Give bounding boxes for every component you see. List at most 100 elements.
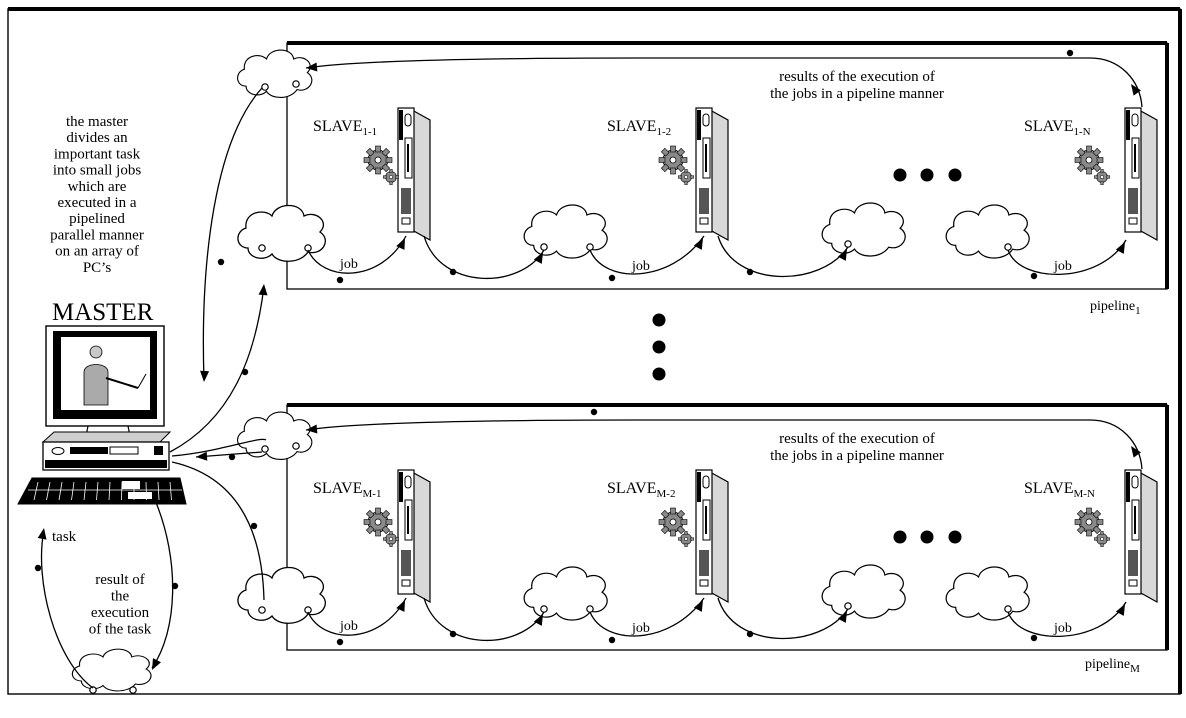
job-label: job (631, 259, 650, 274)
cloud-port (587, 606, 593, 612)
cloud-port (262, 446, 268, 452)
connector-dot (1031, 273, 1037, 279)
power-button-icon (52, 448, 64, 455)
drive-slot-icon (70, 447, 108, 454)
cloud-port (293, 443, 299, 449)
network-cloud-icon (524, 567, 607, 620)
master-case-top (43, 432, 170, 442)
gear-icon (659, 146, 694, 185)
job-label: job (339, 619, 358, 634)
connector-dot (218, 259, 224, 265)
job-arrowhead (1116, 602, 1129, 616)
network-cloud-icon (238, 206, 325, 262)
job-label: job (631, 621, 650, 636)
slave-server-icon (1125, 470, 1157, 602)
network-cloud-icon (238, 568, 325, 624)
master-label: MASTER (52, 299, 154, 326)
gear-icon (364, 508, 399, 547)
task-label: task (52, 529, 77, 545)
connector-dot (35, 565, 41, 571)
presenter-body-icon (84, 365, 108, 406)
master-description-line: on an array of (55, 244, 139, 260)
network-cloud-icon (72, 649, 151, 691)
ellipsis-dot (921, 169, 934, 182)
connector-dot (337, 639, 343, 645)
pipeline-label: pipelineM (1085, 657, 1140, 675)
gear-icon (364, 146, 399, 185)
ellipsis-dot (921, 531, 934, 544)
results-line (306, 420, 1142, 469)
master-description-line: parallel manner (50, 227, 144, 243)
connector-dot (747, 269, 753, 275)
result-caption-line: the (111, 589, 130, 605)
connector-dot (609, 637, 615, 643)
result-line (152, 500, 173, 668)
results-caption: the jobs in a pipeline manner (770, 86, 944, 102)
network-cloud-icon (524, 205, 607, 258)
results-line (306, 58, 1142, 107)
connector-dot (450, 269, 456, 275)
ellipsis-dot (653, 341, 666, 354)
slave-server-icon (398, 108, 430, 240)
gear-icon (659, 508, 694, 547)
master-description-line: into small jobs (53, 163, 142, 179)
cloud-port (1005, 606, 1011, 612)
slave-server-icon (398, 470, 430, 602)
connector-dot (591, 409, 597, 415)
slave-label: SLAVE1-N (1024, 118, 1091, 138)
cloud-port (845, 603, 851, 609)
master-description-line: PC’s (83, 260, 112, 276)
master-description-line: executed in a (57, 195, 136, 211)
connector-dot (242, 369, 248, 375)
cloud-port (587, 244, 593, 250)
cloud-port (259, 607, 265, 613)
connector-dot (1067, 50, 1073, 56)
job-label: job (1053, 259, 1072, 274)
results-caption: the jobs in a pipeline manner (770, 448, 944, 464)
results-caption: results of the execution of (779, 69, 935, 85)
connector-dot (251, 523, 257, 529)
cloud-port (259, 245, 265, 251)
ellipsis-dot (894, 531, 907, 544)
slave-label: SLAVEM-N (1024, 480, 1095, 500)
cloud-port (541, 606, 547, 612)
cloud-port (541, 244, 547, 250)
job-arrowhead (694, 598, 707, 612)
connector-dot (229, 454, 235, 460)
network-cloud-icon (822, 203, 905, 256)
job-label: job (339, 257, 358, 272)
result-arrowhead (148, 658, 161, 672)
master-keyboard (18, 478, 186, 504)
ellipsis-dot (653, 314, 666, 327)
cloud-port (262, 84, 268, 90)
ellipsis-dot (653, 368, 666, 381)
slave-label: SLAVE1-1 (313, 118, 377, 138)
keyboard-key-light (122, 481, 140, 489)
connector-dot (747, 631, 753, 637)
pipeline-label: pipeline1 (1090, 299, 1141, 317)
master-description-line: the master (66, 114, 128, 130)
presenter-head-icon (90, 346, 102, 358)
slave-label: SLAVEM-2 (607, 480, 675, 500)
cloud-port (1005, 244, 1011, 250)
result-caption-line: execution (91, 605, 150, 621)
gear-icon (1075, 508, 1110, 547)
gear-icon (1075, 146, 1110, 185)
job-arrowhead (1116, 240, 1129, 254)
ellipsis-dot (894, 169, 907, 182)
master-receive-arrowhead (200, 371, 210, 382)
cloud-port (293, 81, 299, 87)
master-description-line: divides an (66, 130, 128, 146)
case-indicator-icon (154, 446, 163, 455)
network-cloud-icon (946, 567, 1029, 620)
result-caption-line: result of (95, 572, 145, 588)
slave-server-icon (696, 108, 728, 240)
connector-dot (337, 277, 343, 283)
result-caption-line: of the task (89, 622, 152, 638)
results-caption: results of the execution of (779, 431, 935, 447)
case-base-strip (45, 460, 167, 468)
master-description-line: which are (68, 179, 127, 195)
connector-dot (1031, 635, 1037, 641)
connector-dot (172, 583, 178, 589)
